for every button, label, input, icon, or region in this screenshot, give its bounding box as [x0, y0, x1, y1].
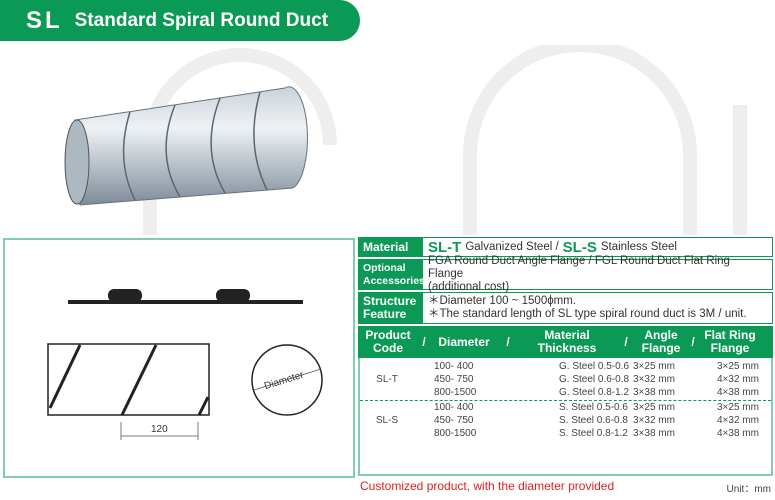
structure-row: Structure Feature ＊Diameter 100 ~ 1500ϕm… — [358, 292, 773, 324]
unit-label: Unit：mm — [726, 484, 771, 495]
group-divider — [360, 400, 771, 401]
product-code-cell: SL-S — [375, 415, 399, 426]
table-cell: G. Steel 0.8-1.2 — [559, 387, 630, 398]
header-separator: / — [506, 334, 510, 349]
table-cell: 100- 400 — [434, 402, 474, 413]
table-cell: 4×38 mm — [717, 387, 759, 398]
sl-t-code: SL-T — [428, 238, 462, 256]
spec-table: Material SL-T Galvanized Steel / SL-S St… — [358, 237, 773, 476]
table-row: 450- 750 S. Steel 0.6-0.8 3×32 mm 4×32 mm — [414, 414, 771, 427]
table-cell: 3×32 mm — [633, 374, 675, 385]
product-code: SL — [26, 6, 63, 34]
seam-lock — [216, 289, 250, 302]
table-cell: 800-1500 — [434, 387, 477, 398]
header-product-code: Product Code — [365, 328, 411, 355]
sl-s-material: Stainless Steel — [600, 240, 677, 253]
duct-schematic: 120 Diameter — [47, 289, 323, 440]
table-cell: 4×32 mm — [717, 415, 759, 426]
accessories-label: Optional Accessories — [359, 260, 425, 289]
table-cell: 100- 400 — [434, 361, 474, 372]
table-cell: 3×25 mm — [717, 402, 759, 413]
table-cell: 3×25 mm — [717, 361, 759, 372]
header-separator: / — [422, 334, 426, 349]
table-cell: S. Steel 0.5-0.6 — [559, 402, 628, 413]
header-flat-ring-flange: Flat Ring Flange — [704, 328, 756, 355]
dimension-label: 120 — [151, 424, 168, 435]
table-cell: 3×32 mm — [633, 415, 675, 426]
duct-cross-section — [251, 344, 323, 416]
table-cell: 450- 750 — [434, 374, 474, 385]
duct-diagram: 120 Diameter — [3, 238, 355, 478]
header-separator: / — [691, 334, 695, 349]
header-material-thickness: Material Thickness — [537, 328, 597, 355]
structure-text: ＊Diameter 100 ~ 1500ϕmm. — [428, 295, 577, 307]
header-angle-flange: Angle Flange — [641, 328, 681, 355]
header-diameter: Diameter — [438, 334, 490, 349]
material-row: Material SL-T Galvanized Steel / SL-S St… — [358, 237, 773, 257]
product-group: SL-S 100- 400 S. Steel 0.5-0.6 3×25 mm 3×25… — [360, 401, 771, 440]
table-header: Product Code / Diameter / Material Thick… — [358, 326, 773, 358]
table-cell: 3×38 mm — [633, 387, 675, 398]
title-banner: SL Standard Spiral Round Duct — [0, 0, 360, 41]
table-cell: G. Steel 0.5-0.6 — [559, 361, 630, 372]
accessories-note: (additional cost) — [428, 281, 510, 293]
material-label: Material — [359, 238, 423, 256]
header-separator: / — [624, 334, 628, 349]
customization-note: Customized product, with the diameter pr… — [360, 479, 615, 493]
product-code-cell: SL-T — [376, 374, 398, 385]
table-cell: 800-1500 — [434, 428, 477, 439]
structure-label: Structure Feature — [359, 293, 423, 323]
table-cell: S. Steel 0.8-1.2 — [559, 428, 628, 439]
diameter-label: Diameter — [263, 370, 306, 393]
page-title: Standard Spiral Round Duct — [74, 9, 329, 31]
table-row: 100- 400 S. Steel 0.5-0.6 3×25 mm 3×25 mm — [414, 401, 771, 414]
table-cell: 3×38 mm — [633, 428, 675, 439]
accessories-row: Optional Accessories FGA Round Duct Angl… — [358, 255, 773, 293]
duct-side-view — [47, 343, 210, 416]
table-row: 800-1500 S. Steel 0.8-1.2 3×38 mm 4×38 mm — [414, 427, 771, 440]
table-cell: S. Steel 0.6-0.8 — [559, 415, 628, 426]
seam-lock — [108, 289, 142, 302]
table-cell: 4×32 mm — [717, 374, 759, 385]
spiral-duct-image — [64, 86, 308, 206]
table-cell: 4×38 mm — [717, 428, 759, 439]
table-cell: G. Steel 0.6-0.8 — [559, 374, 630, 385]
sl-s-code: SL-S — [562, 238, 597, 256]
sl-t-material: Galvanized Steel / — [465, 240, 559, 253]
table-cell: 3×25 mm — [633, 361, 675, 372]
accessories-text: FGA Round Duct Angle Flange / FGL Round … — [428, 255, 730, 280]
table-cell: 450- 750 — [434, 415, 474, 426]
table-cell: 3×25 mm — [633, 402, 675, 413]
structure-text: ＊The standard length of SL type spiral r… — [428, 308, 747, 320]
